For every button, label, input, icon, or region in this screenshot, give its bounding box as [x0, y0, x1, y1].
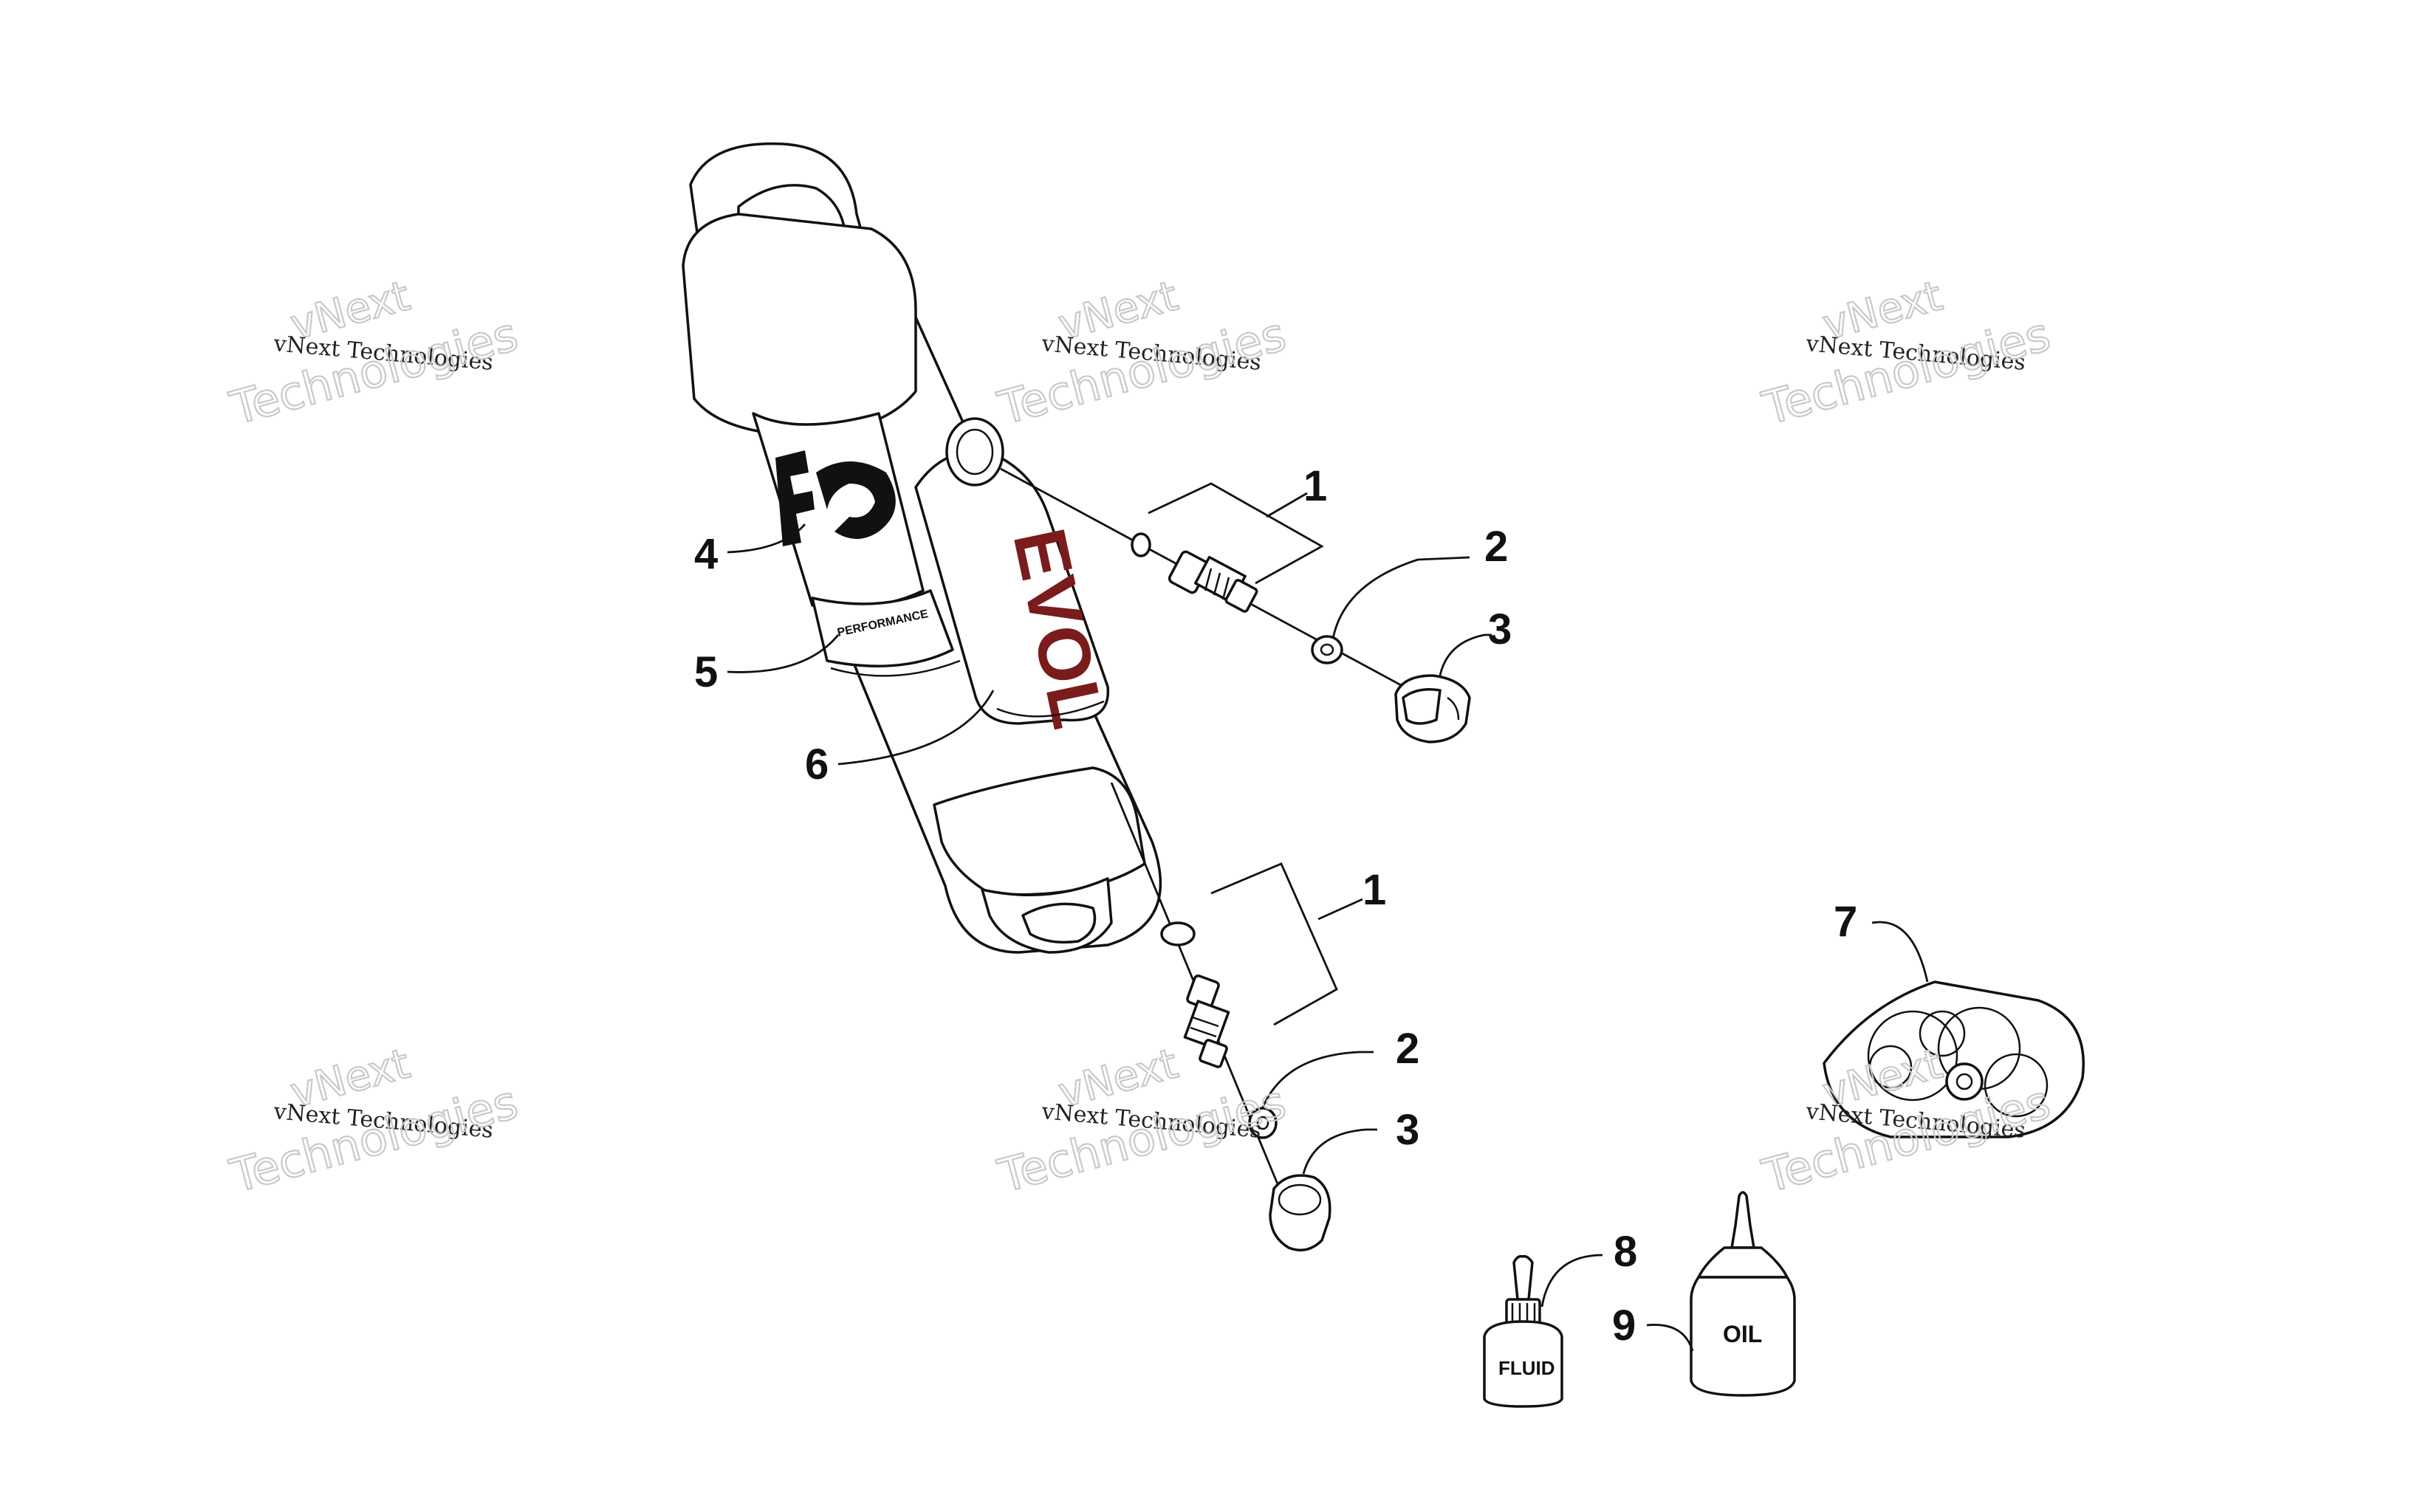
lower-schrader-valve — [1183, 974, 1230, 1068]
upper-valve-assembly — [1000, 467, 1471, 743]
callout-3-lower: 3 — [1396, 1106, 1419, 1154]
reservoir-bottom-ring — [996, 700, 1105, 718]
top-spring-cup — [682, 213, 917, 437]
watermark-3: vNext vNext Technologies Technologies — [1756, 271, 2057, 436]
oil-bottle-nozzle — [1730, 1191, 1755, 1249]
seal-ring-7 — [1919, 1010, 1966, 1057]
leader-2b — [1261, 1051, 1374, 1108]
callout-5: 5 — [694, 648, 718, 696]
fox-logo-icon — [775, 450, 896, 546]
upper-valve-cap — [1394, 674, 1471, 743]
upper-washer — [1311, 635, 1343, 664]
lower-eye-hole — [1021, 902, 1097, 944]
lower-body-ring-1 — [830, 659, 961, 677]
callout-4: 4 — [694, 530, 718, 578]
leader-2a — [1331, 556, 1470, 639]
seal-ring-1 — [1867, 1010, 1958, 1102]
oil-bottle-label: OIL — [1723, 1321, 1762, 1347]
fluid-bottle-body — [1483, 1320, 1563, 1408]
leader-1a — [1148, 482, 1324, 585]
callout-8: 8 — [1614, 1228, 1637, 1276]
callout-numbers: 1 2 3 4 5 6 1 2 3 7 8 9 — [694, 462, 1857, 1350]
seal-ring-3 — [1984, 1053, 2049, 1118]
leader-9 — [1646, 1324, 1694, 1352]
reservoir-port-inner — [956, 428, 994, 475]
upper-washer-hole — [1320, 643, 1334, 656]
oil-bottle-body — [1690, 1276, 1796, 1397]
lower-valve-assembly — [1110, 782, 1331, 1252]
callout-9: 9 — [1612, 1302, 1636, 1350]
leader-3a — [1439, 633, 1492, 676]
seal-kit-bag — [1823, 980, 2085, 1138]
leader-5 — [727, 634, 840, 673]
leader-6 — [837, 690, 995, 766]
leader-8 — [1540, 1254, 1603, 1307]
leader-7 — [1871, 921, 1929, 983]
fluid-bottle-label: FLUID — [1498, 1357, 1555, 1379]
watermark-1: vNext vNext Technologies Technologies — [224, 271, 524, 436]
upper-schrader-valve — [1168, 550, 1258, 613]
watermark-5: vNext vNext Technologies Technologies — [992, 1039, 1292, 1204]
callout-2-upper: 2 — [1484, 523, 1508, 571]
leader-4 — [727, 523, 806, 554]
bottom-spring-cup — [933, 766, 1146, 896]
lower-o-ring — [1160, 921, 1196, 946]
lower-valve-cap — [1269, 1174, 1331, 1252]
callout-1-lower: 1 — [1362, 866, 1386, 914]
leader-3b — [1302, 1128, 1377, 1175]
callout-2-lower: 2 — [1396, 1025, 1419, 1073]
leader-lines — [727, 482, 1929, 1352]
upper-o-ring — [1131, 532, 1151, 557]
seal-ring-5 — [1945, 1062, 1984, 1101]
seal-ring-6 — [1955, 1073, 1973, 1090]
callout-6: 6 — [805, 740, 829, 788]
lower-washer-hole — [1256, 1116, 1269, 1130]
seal-ring-4 — [1868, 1045, 1913, 1089]
fluid-bottle-nozzle — [1512, 1254, 1534, 1301]
fluid-bottle: FLUID — [1483, 1254, 1563, 1408]
oil-bottle-shoulder — [1697, 1246, 1789, 1279]
callout-1-upper: 1 — [1303, 462, 1327, 510]
watermark-2: vNext vNext Technologies Technologies — [992, 271, 1292, 436]
lower-washer — [1248, 1107, 1278, 1139]
seal-kit — [1823, 980, 2085, 1138]
leader-1b — [1210, 862, 1363, 1026]
reservoir-port — [945, 417, 1004, 487]
shock-absorber: PERFORMANCE EVOL — [682, 142, 1162, 954]
callout-3-upper: 3 — [1488, 605, 1512, 653]
callout-7: 7 — [1834, 898, 1857, 946]
performance-collar — [811, 589, 954, 668]
oil-bottle: OIL — [1690, 1191, 1796, 1397]
watermark-4: vNext vNext Technologies Technologies — [224, 1039, 524, 1204]
